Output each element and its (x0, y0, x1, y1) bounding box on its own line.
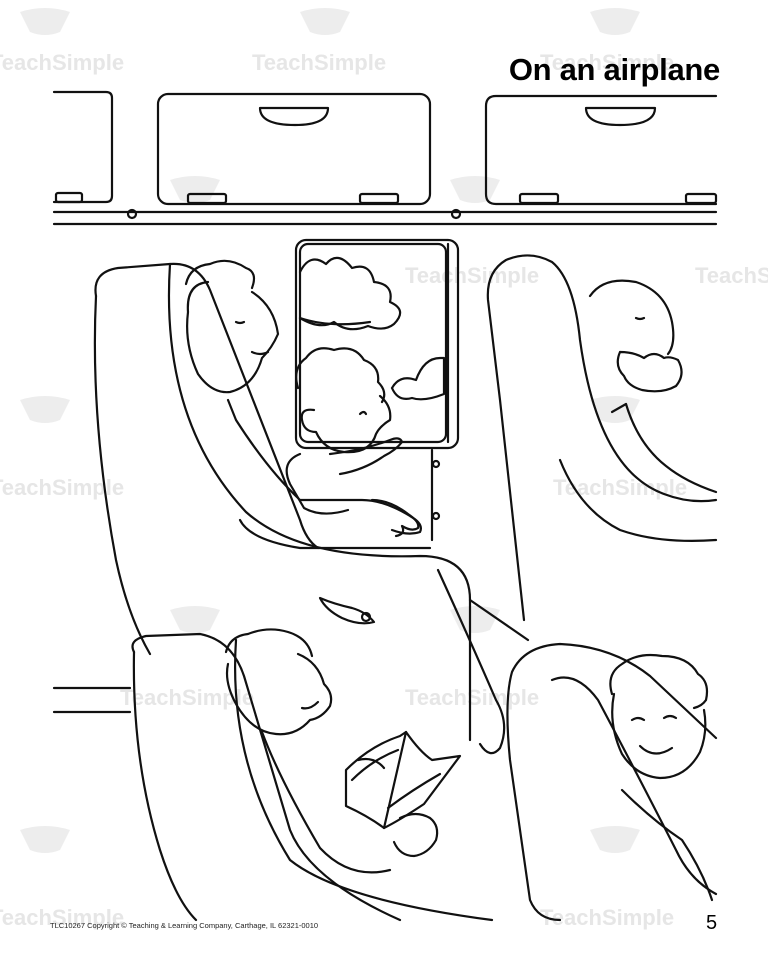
seat-icon (93, 262, 530, 742)
child-figure (285, 347, 404, 515)
watermark-text: TeachSimple (120, 685, 254, 710)
watermark-text: TeachSimple (0, 50, 124, 75)
mother-figure (184, 259, 506, 755)
smiling-boy-figure (609, 653, 714, 902)
copyright-notice: TLC10267 Copyright © Teaching & Learning… (50, 921, 319, 930)
cloud-icon (390, 356, 446, 401)
watermark-text: TeachSimple (540, 50, 674, 75)
watermark-text: TeachSimple (0, 905, 124, 930)
watermark-text: TeachSimple (252, 50, 386, 75)
bearded-man-figure (588, 279, 718, 494)
reading-child-figure (224, 628, 439, 874)
watermark-text: TeachSimple (553, 475, 687, 500)
seat-icon (52, 632, 494, 922)
watermark-text: TeachSimple (405, 263, 539, 288)
watermark-text: TeachSimple (695, 263, 768, 288)
page-number: 5 (706, 912, 718, 934)
seat-icon (486, 254, 718, 622)
page-title: On an airplane (508, 52, 720, 87)
cloud-icon (298, 256, 402, 331)
watermark-text: TeachSimple (405, 685, 539, 710)
watermark-layer: TeachSimple TeachSimple TeachSimple Teac… (0, 8, 768, 930)
watermark-text: TeachSimple (540, 905, 674, 930)
book-icon (344, 730, 462, 830)
overhead-bin-icon (52, 90, 718, 226)
